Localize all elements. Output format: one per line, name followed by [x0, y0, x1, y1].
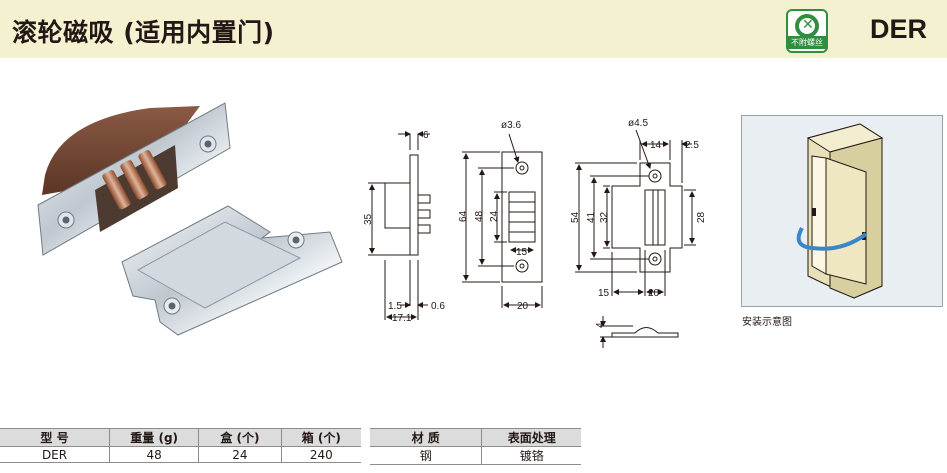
dim-front-hole: ø3.6 — [501, 120, 521, 131]
dim-strike-window: 28 — [696, 211, 707, 223]
col-finish-header: 表面处理 — [481, 428, 581, 447]
cell-weight: 48 — [109, 446, 200, 463]
dim-side-thickness: 0.6 — [431, 301, 445, 312]
col-box-header: 盒 (个) — [198, 428, 282, 447]
badge-label: 不附螺丝 — [788, 36, 826, 49]
title-bar: 滚轮磁吸 (适用内置门) ✕ 不附螺丝 DER — [0, 0, 947, 58]
strike-plate-drawing — [575, 129, 696, 296]
front-view-drawing — [462, 133, 543, 308]
no-screw-badge: ✕ 不附螺丝 — [786, 9, 828, 53]
dim-side-width: 6 — [423, 130, 429, 141]
product-photo — [37, 102, 343, 336]
dim-front-window: 24 — [489, 210, 500, 222]
dim-strike-height: 54 — [570, 211, 581, 223]
cell-box: 24 — [198, 446, 282, 463]
dim-front-height: 64 — [458, 210, 469, 222]
dim-front-width: 20 — [517, 301, 529, 312]
no-screw-icon — [795, 14, 819, 38]
spec-table-right: 材 质 表面处理 钢 镀铬 — [370, 428, 581, 465]
page-title: 滚轮磁吸 (适用内置门) — [12, 18, 275, 47]
model-code: DER — [870, 14, 928, 44]
install-diagram — [741, 115, 943, 307]
table-row: DER 48 24 240 — [0, 446, 361, 463]
dim-strike-pitch: 41 — [586, 211, 597, 223]
dim-side-height: 35 — [363, 213, 374, 225]
dim-strike-width: 20 — [648, 288, 660, 299]
col-weight-header: 重量 (g) — [109, 428, 200, 447]
spec-table-left: 型 号 重量 (g) 盒 (个) 箱 (个) DER 48 24 240 — [0, 428, 361, 463]
dim-profile-height: 4 — [595, 322, 606, 328]
dim-strike-edge: 2.5 — [685, 140, 699, 151]
col-material-header: 材 质 — [370, 428, 483, 447]
install-caption: 安装示意图 — [742, 317, 792, 328]
dim-side-offset: 1.5 — [388, 301, 402, 312]
magnet-rollers — [102, 150, 167, 210]
cell-case: 240 — [281, 446, 361, 463]
table-row: 钢 镀铬 — [370, 446, 581, 465]
side-view-drawing — [368, 131, 431, 320]
dim-strike-body: 32 — [599, 211, 610, 223]
dim-side-depth: 17.1 — [392, 313, 412, 324]
dim-strike-hole: ø4.5 — [628, 118, 648, 129]
col-case-header: 箱 (个) — [281, 428, 361, 447]
screw-cross-icon: ✕ — [802, 17, 814, 33]
cell-finish: 镀铬 — [481, 446, 581, 465]
dim-front-pitch: 48 — [474, 210, 485, 222]
dim-front-roller: 15 — [516, 247, 528, 258]
cell-material: 钢 — [370, 446, 483, 465]
cell-model: DER — [0, 446, 111, 463]
dim-strike-offset: 14 — [650, 140, 662, 151]
profile-drawing — [600, 316, 679, 348]
dim-strike-flange: 15 — [598, 288, 610, 299]
cabinet-illustration — [796, 123, 884, 299]
col-model-header: 型 号 — [0, 428, 111, 447]
